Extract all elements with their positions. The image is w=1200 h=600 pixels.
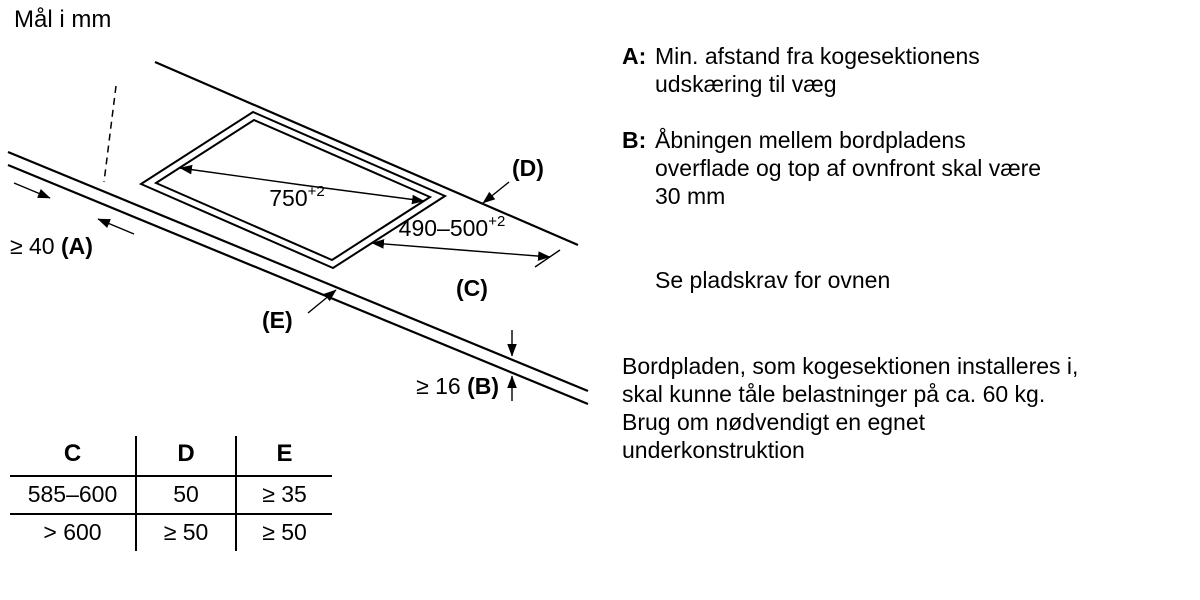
table-header-row: C D E (10, 436, 332, 477)
cutout-outer-outline (138, 110, 448, 270)
note-b-label: B: (622, 127, 647, 153)
table-cell: ≥ 50 (136, 514, 237, 551)
label-d: (D) (512, 155, 544, 181)
table-row: 585–600 50 ≥ 35 (10, 476, 332, 515)
depth-dimension-label: 490–500+2 (399, 213, 506, 241)
width-dimension-line-left (179, 164, 303, 186)
col-header-e: E (236, 436, 332, 477)
width-dimension-line-right (301, 184, 425, 205)
depth-dimension-line-right (460, 249, 551, 261)
label-b: ≥ 16 (B) (416, 373, 499, 399)
note-a-text: Min. afstand fra kogesektionens udskærin… (655, 43, 980, 97)
page-title: Mål i mm (14, 6, 112, 33)
worktop-cutout-diagram: ≥ 40 (A) 750+2 490–500+2 (D) (C) (E) ≥ 1… (7, 60, 589, 406)
note-load-text: Bordpladen, som kogesektionen installere… (622, 353, 1079, 463)
col-header-d: D (136, 436, 237, 477)
note-see-space-requirements: Se pladskrav for ovnen (655, 267, 891, 293)
table-cell: 585–600 (10, 476, 137, 515)
worktop-back-edge-line (154, 60, 579, 247)
label-a: ≥ 40 (A) (10, 233, 93, 259)
worktop-bottom-edge-line (7, 163, 589, 406)
label-d-leader (482, 181, 510, 204)
note-a: A: Min. afstand fra kogesektionens udskæ… (622, 42, 980, 98)
note-load-capacity: Bordpladen, som kogesektionen installere… (622, 352, 1078, 464)
label-c: (C) (456, 275, 488, 301)
dim-a-arrow-left (13, 182, 51, 199)
width-dimension-label: 750+2 (269, 183, 324, 211)
dimension-table: C D E 585–600 50 ≥ 35 > 600 ≥ 50 ≥ 50 (10, 436, 332, 551)
table-row: > 600 ≥ 50 ≥ 50 (10, 514, 332, 551)
dim-a-arrow-right (97, 218, 135, 235)
worktop-front-edge-line (7, 150, 589, 393)
depth-dimension-line-left (371, 239, 462, 251)
col-header-c: C (10, 436, 137, 477)
cutout-inner-outline (153, 118, 433, 262)
table-cell: ≥ 35 (236, 476, 332, 515)
note-a-label: A: (622, 43, 647, 69)
note-b: B: Åbningen mellem bordpladens overflade… (622, 126, 1041, 210)
note-b-text: Åbningen mellem bordpladens overflade og… (655, 127, 1042, 209)
table-cell: 50 (136, 476, 237, 515)
depth-extension-tick (534, 249, 561, 268)
table-cell: ≥ 50 (262, 519, 307, 545)
label-e-leader (307, 289, 337, 314)
wall-reference-dashed-line (103, 85, 117, 183)
table-cell: > 600 (10, 514, 137, 551)
label-e: (E) (262, 307, 293, 333)
